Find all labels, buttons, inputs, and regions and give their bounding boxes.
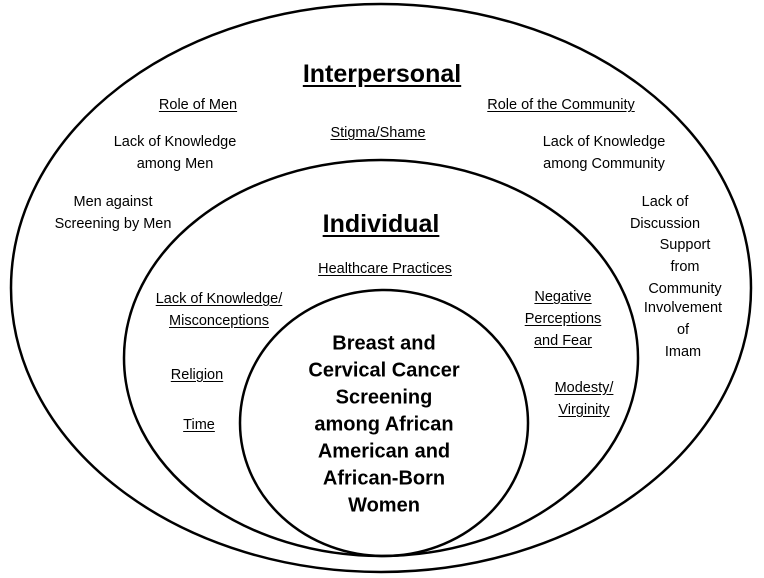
negative-perceptions-label: Negative Perceptions and Fear <box>524 289 602 349</box>
individual-title: Individual <box>322 210 440 238</box>
lack-knowledge-community-label: Lack of Knowledge among Community <box>542 134 666 172</box>
modesty-virginity-label: Modesty/ Virginity <box>554 380 614 418</box>
religion-label: Religion <box>170 367 224 383</box>
role-of-men-label: Role of Men <box>158 97 238 113</box>
men-against-screening-label: Men against Screening by Men <box>54 194 172 232</box>
core-text: Breast and Cervical Cancer Screening amo… <box>308 332 460 517</box>
lack-knowledge-misconceptions-label: Lack of Knowledge/ Misconceptions <box>155 291 283 329</box>
lack-of-discussion-label: Lack of Discussion <box>629 194 701 232</box>
healthcare-practices-label: Healthcare Practices <box>318 261 452 277</box>
time-label: Time <box>183 417 215 433</box>
interpersonal-title: Interpersonal <box>302 60 462 88</box>
lack-knowledge-men-label: Lack of Knowledge among Men <box>113 134 237 172</box>
role-of-community-label: Role of the Community <box>487 97 635 113</box>
outer-ellipse-interpersonal <box>9 2 753 574</box>
support-from-community-label: Support from Community <box>648 237 722 297</box>
inner-ellipse-core <box>238 288 530 558</box>
involvement-of-imam-label: Involvement of Imam <box>643 300 723 360</box>
stigma-shame-label: Stigma/Shame <box>330 125 426 141</box>
